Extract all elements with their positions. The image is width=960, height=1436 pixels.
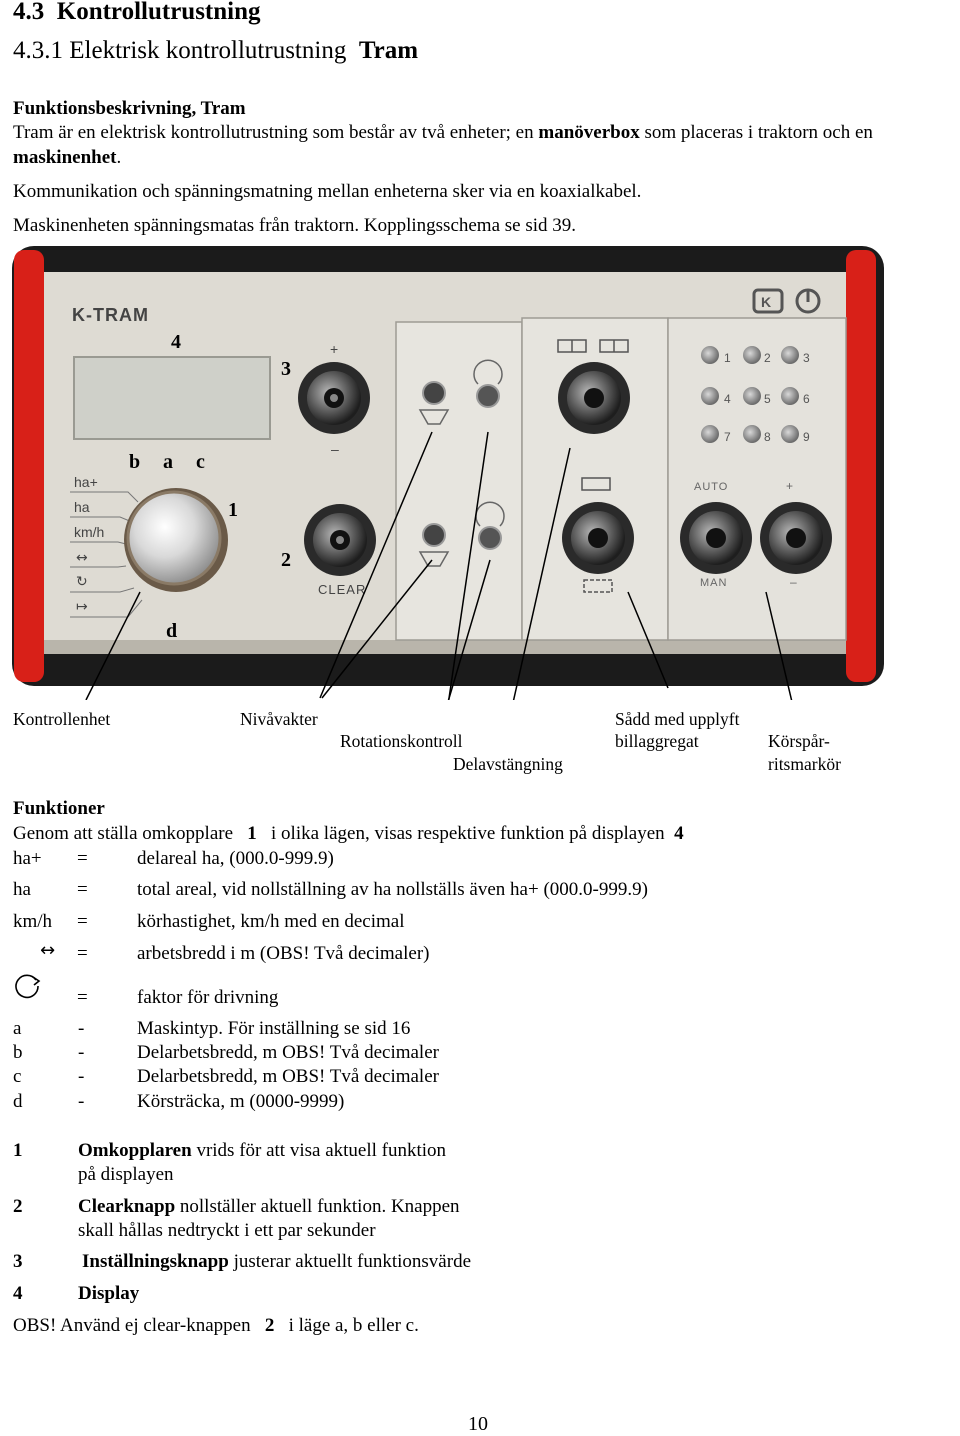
left-red-end-cap [14, 250, 44, 682]
logo-icon [752, 288, 784, 314]
brand-label: K-TRAM [72, 305, 149, 325]
selector-knob [128, 492, 220, 584]
subsection-heading: 4.3.1 Elektrisk kontrollutrustning Tram [13, 37, 419, 64]
dial-distance-icon: ↦ [76, 599, 88, 615]
svg-text:6: 6 [803, 392, 810, 406]
caption-korspar-line2: ritsmarkör [768, 754, 841, 774]
adjust-plus-label: + [330, 341, 338, 357]
description-paragraph-1-cont: maskinenhet. [13, 147, 122, 168]
lift-symbol-upper [581, 477, 611, 491]
arrow-icon: ↔ [40, 940, 56, 961]
tramline-number-buttons: 1 2 3 4 5 6 7 8 9 [701, 346, 810, 444]
level-indicator-lower [422, 523, 446, 547]
callout-2: 2 [281, 549, 291, 571]
callout-4: 4 [171, 331, 181, 353]
dial-arrow-icon: ↔ [76, 550, 88, 566]
callout-c: c [196, 451, 205, 473]
clear-label: CLEAR [318, 582, 366, 597]
callout-3: 3 [281, 358, 291, 380]
description-paragraph-1: Tram är en elektrisk kontrollutrustning … [13, 122, 873, 143]
rotation-indicator-lower [478, 526, 502, 550]
svg-text:8: 8 [764, 430, 771, 444]
dial-label-ha: ha [74, 499, 90, 515]
functions-title: Funktioner [13, 798, 105, 819]
svg-text:7: 7 [724, 430, 731, 444]
caption-sadd-line2: billaggregat [615, 731, 699, 751]
dial-label-kmh: km/h [74, 524, 104, 540]
level-panel [395, 321, 523, 641]
callout-b: b [129, 451, 140, 473]
level-indicator-upper [422, 381, 446, 405]
functions-intro: Genom att ställa omkopplare 1 i olika lä… [13, 823, 684, 844]
svg-text:+: + [786, 479, 793, 493]
svg-text:–: – [790, 575, 797, 589]
section-heading: 4.3 Kontrollutrustning [13, 0, 261, 25]
svg-text:4: 4 [724, 392, 731, 406]
rotation-icon [15, 974, 41, 999]
callout-d: d [166, 620, 177, 642]
rotation-indicator-upper [476, 384, 500, 408]
svg-text:K: K [761, 294, 771, 310]
caption-korspar-line1: Körspår- [768, 731, 830, 751]
auto-label: AUTO [694, 481, 728, 493]
right-red-end-cap [846, 250, 876, 682]
svg-text:9: 9 [803, 430, 810, 444]
dial-label-ha-plus: ha+ [74, 474, 98, 490]
lift-symbol-lower [583, 579, 613, 593]
note: OBS! Använd ej clear-knappen 2 i läge a,… [13, 1315, 419, 1336]
callout-1: 1 [228, 499, 238, 521]
description-paragraph-2: Kommunikation och spänningsmatning mella… [13, 181, 642, 202]
description-paragraph-3: Maskinenheten spänningsmatas från trakto… [13, 215, 577, 236]
leader-lines [85, 431, 793, 700]
svg-text:2: 2 [764, 351, 771, 365]
caption-nivavakter: Nivåvakter [240, 709, 318, 729]
display-screen [73, 356, 271, 440]
caption-delavstangning: Delavstängning [453, 754, 563, 774]
caption-rotationskontroll: Rotationskontroll [340, 731, 463, 751]
dial-rotation-icon: ↻ [76, 574, 88, 590]
callout-a: a [163, 451, 173, 473]
description-title: Funktionsbeskrivning, Tram [13, 98, 246, 119]
control-unit-illustration: K-TRAM K ha+ ha km/h ↔ ↻ ↦ + – CLEAR [12, 246, 884, 700]
svg-text:3: 3 [803, 351, 810, 365]
caption-kontrollenhet: Kontrollenhet [13, 709, 111, 729]
adjust-minus-label: – [331, 441, 339, 457]
svg-text:1: 1 [724, 351, 731, 365]
page-number: 10 [468, 1413, 488, 1435]
svg-text:5: 5 [764, 392, 771, 406]
tramline-panel [667, 317, 847, 641]
man-label: MAN [700, 577, 727, 589]
caption-sadd-line1: Sådd med upplyft [615, 709, 740, 729]
